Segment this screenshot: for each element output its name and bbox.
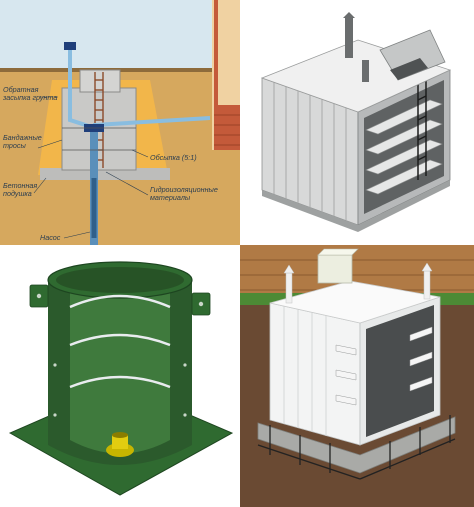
cellar-wall-ribs <box>283 306 327 436</box>
brick-edge <box>214 0 218 150</box>
caisson-wellhead-cap <box>112 432 128 438</box>
label-pump: Насос <box>40 233 61 242</box>
label-waterproofing-2: материалы <box>150 193 191 202</box>
ground-cellar-svg <box>240 245 474 507</box>
label-waterproofing-1: Гидроизоляционные <box>150 185 218 194</box>
label-bandage-1: Бандажные <box>3 133 42 142</box>
vent-post-left <box>285 272 293 304</box>
cellar-hatch-top <box>317 248 359 256</box>
ground-cellar-render <box>240 245 474 507</box>
vent-post-right-cap <box>421 262 433 272</box>
label-backfill-2: засыпка грунта <box>2 93 57 102</box>
cellar-ladder <box>417 78 427 180</box>
caisson-bolts <box>36 293 204 417</box>
concrete-pad <box>40 168 170 180</box>
cellar-base <box>262 180 450 232</box>
rebar <box>257 415 456 480</box>
label-concrete-2: подушка <box>3 189 32 198</box>
label-concrete-1: Бетонная <box>3 181 37 190</box>
cellar-interior <box>364 80 444 214</box>
metal-cellar-svg <box>260 12 452 232</box>
caisson-ribs <box>69 294 171 389</box>
plastic-caisson-svg <box>8 261 234 496</box>
label-slope: Обсыпка (5:1) <box>150 153 197 162</box>
caisson-rim-inner <box>56 267 184 293</box>
cellar-lid <box>269 280 441 324</box>
cellar-vent-cap-1 <box>343 12 355 18</box>
brick-pattern <box>214 105 240 150</box>
label-backfill-1: Обратная <box>3 85 39 94</box>
cellar-vent-2 <box>362 60 369 82</box>
leader-lines <box>33 96 149 239</box>
caisson-neck <box>79 69 121 93</box>
pump <box>91 178 97 238</box>
label-bandage-2: тросы <box>3 141 26 150</box>
cellar-vent-1 <box>345 18 353 58</box>
plastic-caisson-render <box>0 245 240 507</box>
concrete-slab <box>257 416 456 474</box>
caisson-wellhead-top <box>112 435 128 449</box>
cross-section-svg: Обратная засыпка грунта Бандажные тросы … <box>0 0 240 245</box>
vent-post-left-cap <box>283 264 295 274</box>
metal-cellar-render <box>240 0 474 245</box>
vent-post-right <box>423 270 431 300</box>
cellar-shelves <box>365 99 443 195</box>
vent-cap <box>64 42 76 50</box>
cross-section-diagram: Обратная засыпка грунта Бандажные тросы … <box>0 0 240 245</box>
cellar-interior-shelves <box>335 326 433 406</box>
cellar-hatch-opening <box>390 58 428 80</box>
cellar-hatch-box <box>317 254 353 284</box>
cellar-ribs <box>273 82 347 220</box>
caisson-interior <box>70 285 170 454</box>
